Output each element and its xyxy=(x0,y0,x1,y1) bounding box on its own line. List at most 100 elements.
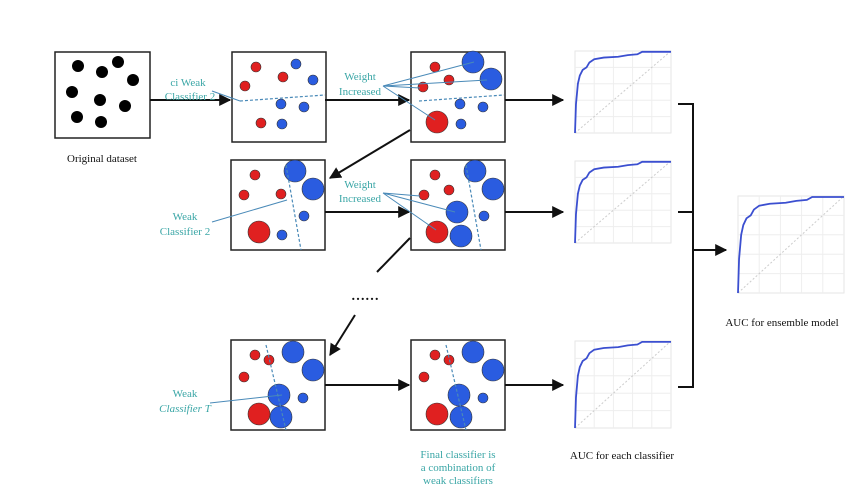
red-point xyxy=(239,80,251,92)
decision-boundary xyxy=(465,164,482,251)
data-point xyxy=(96,66,108,78)
weight-increased-label: Weight xyxy=(344,71,376,83)
red-point xyxy=(249,169,261,181)
final-classifier-label: weak classifiers xyxy=(423,475,493,487)
red-point xyxy=(249,349,261,361)
blue-point xyxy=(276,118,288,130)
weak-classifier-label: Classifier T xyxy=(159,403,212,415)
classifier-panel xyxy=(410,50,506,143)
classifier-panel xyxy=(230,159,326,251)
decision-boundary xyxy=(239,94,326,102)
blue-point xyxy=(307,74,319,86)
diagonal-reference xyxy=(574,50,672,134)
roc-curve xyxy=(574,160,671,244)
decision-boundary xyxy=(418,94,505,102)
blue-point xyxy=(297,392,309,404)
decision-boundary xyxy=(265,344,287,431)
weight-increased-label: Increased xyxy=(339,86,382,98)
red-point xyxy=(429,61,441,73)
red-point xyxy=(429,349,441,361)
roc-curve-plot xyxy=(565,335,677,440)
weak-classifier-label: ci Weak xyxy=(170,77,206,89)
roc-curve xyxy=(574,340,671,429)
blue-point xyxy=(449,224,473,248)
roc-curve-plot xyxy=(565,45,677,145)
blue-point xyxy=(461,340,485,364)
weak-classifier-label: Classifier 2 xyxy=(165,91,215,103)
red-point xyxy=(250,61,262,73)
decision-boundary xyxy=(445,344,467,431)
original-data-points xyxy=(66,56,139,128)
red-point xyxy=(425,402,449,426)
roc-curve xyxy=(574,50,671,134)
red-point xyxy=(429,169,441,181)
red-point xyxy=(417,81,429,93)
blue-point xyxy=(301,358,325,382)
data-point xyxy=(66,86,78,98)
red-point xyxy=(255,117,267,129)
blue-point xyxy=(301,177,325,201)
diagonal-reference xyxy=(574,340,672,429)
red-point xyxy=(425,110,449,134)
diagonal-reference xyxy=(574,160,672,244)
weak-classifier-label: Weak xyxy=(173,388,198,400)
blue-point xyxy=(298,210,310,222)
red-point xyxy=(247,220,271,244)
red-point xyxy=(418,371,430,383)
blue-point xyxy=(445,200,469,224)
data-point xyxy=(119,100,131,112)
weight-increased-label: Increased xyxy=(339,193,382,205)
data-point xyxy=(95,116,107,128)
weight-increased-label: Weight xyxy=(344,179,376,191)
red-point xyxy=(443,184,455,196)
blue-point xyxy=(478,210,490,222)
red-point xyxy=(247,402,271,426)
classifier-panel xyxy=(410,339,506,431)
ensemble-connector xyxy=(678,103,694,388)
ellipsis: …… xyxy=(351,289,379,304)
classifier-panel xyxy=(231,51,327,143)
roc-curve-plot xyxy=(728,190,850,305)
red-point xyxy=(238,371,250,383)
auc-each-label: AUC for each classifier xyxy=(570,450,674,462)
red-point xyxy=(418,189,430,201)
blue-point xyxy=(281,340,305,364)
auc-ensemble-label: AUC for ensemble model xyxy=(725,317,838,329)
classifier-panel xyxy=(230,339,326,431)
blue-point xyxy=(290,58,302,70)
red-point xyxy=(275,188,287,200)
arrow xyxy=(376,237,411,273)
red-point xyxy=(443,74,455,86)
blue-point xyxy=(447,383,471,407)
blue-point xyxy=(477,101,489,113)
blue-point xyxy=(276,229,288,241)
arrow xyxy=(329,314,356,357)
red-point xyxy=(425,220,449,244)
blue-point xyxy=(275,98,287,110)
data-point xyxy=(71,111,83,123)
data-point xyxy=(94,94,106,106)
weak-classifier-label: Weak xyxy=(173,211,198,223)
blue-point xyxy=(269,405,293,429)
final-classifier-label: Final classifier is xyxy=(420,449,495,461)
arrow xyxy=(328,129,411,179)
classifier-panel xyxy=(410,159,506,251)
data-point xyxy=(112,56,124,68)
blue-point xyxy=(298,101,310,113)
red-point xyxy=(238,189,250,201)
blue-point xyxy=(455,118,467,130)
blue-point xyxy=(454,98,466,110)
blue-point xyxy=(283,159,307,183)
final-classifier-label: a combination of xyxy=(421,462,496,474)
blue-point xyxy=(463,159,487,183)
weak-classifier-label: Classifier 2 xyxy=(160,226,210,238)
data-point xyxy=(72,60,84,72)
blue-point xyxy=(481,177,505,201)
original-dataset-label: Original dataset xyxy=(67,153,137,165)
red-point xyxy=(277,71,289,83)
blue-point xyxy=(477,392,489,404)
blue-point xyxy=(481,358,505,382)
decision-boundary xyxy=(285,164,302,251)
roc-curve xyxy=(737,196,844,294)
